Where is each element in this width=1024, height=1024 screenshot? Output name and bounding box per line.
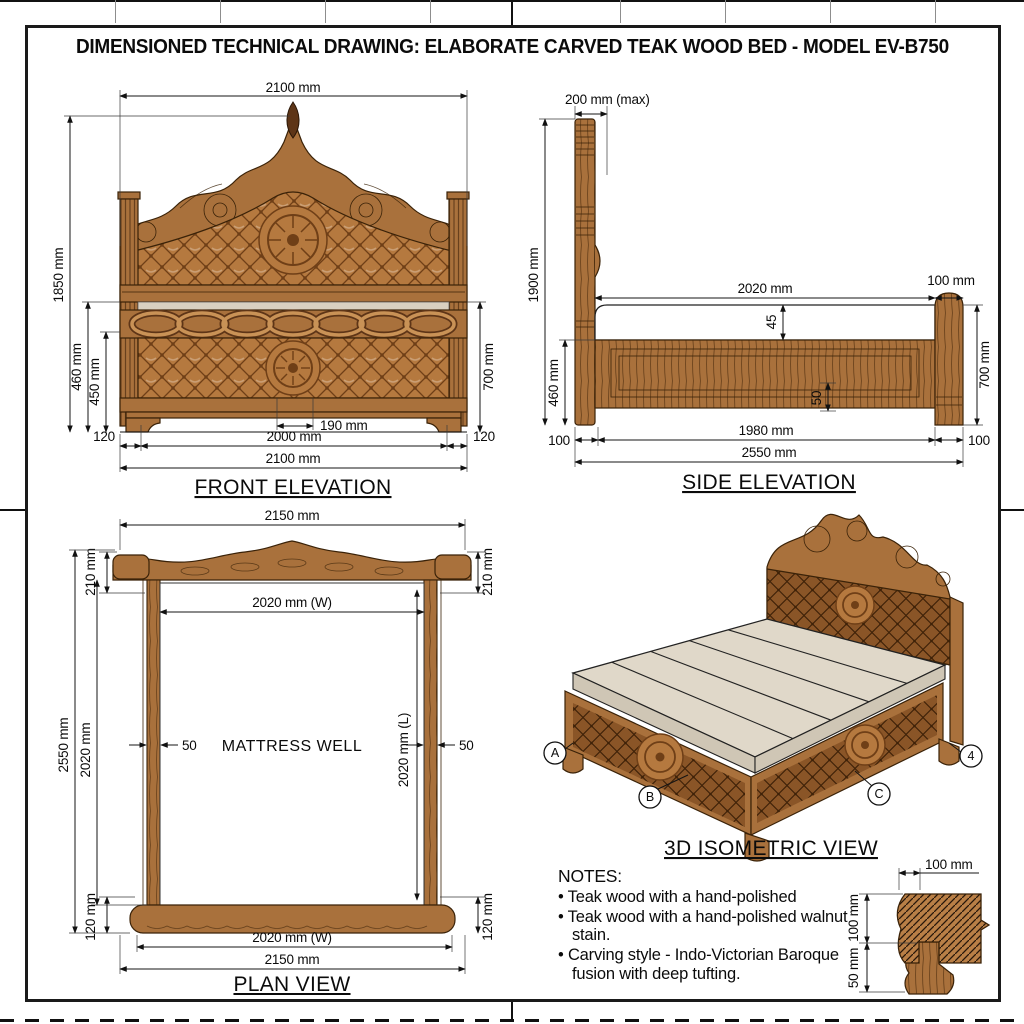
register-tick [935,0,936,23]
plan-bed [112,540,472,934]
joint-detail-drawing: 100 mm 100 mm 50 mm [846,857,991,995]
side-bed [574,118,964,426]
page-title: DIMENSIONED TECHNICAL DRAWING: ELABORATE… [75,36,949,58]
detail-section [896,893,991,995]
dim-plan-2020-left: 2020 mm [78,723,93,778]
callout-a: A [551,746,560,760]
register-tick [725,0,726,23]
dim-side-100-top: 100 mm [927,273,975,288]
center-mark-bottom [511,998,513,1019]
iso-bed [562,513,964,862]
dim-plan-2150-bottom: 2150 mm [265,952,320,967]
trim-edge-bottom [0,1019,1024,1022]
plan-rail-right [423,579,438,906]
isometric-label: 3D ISOMETRIC VIEW [664,837,878,860]
register-tick [830,0,831,23]
dim-plan-50-left: 50 [182,738,197,753]
register-tick [325,0,326,23]
dim-side-100-right: 100 [968,433,990,448]
dim-front-700: 700 mm [481,343,496,391]
dim-front-450: 450 mm [87,358,102,406]
dim-side-1980: 1980 mm [739,423,794,438]
dim-side-1900: 1900 mm [526,248,541,303]
center-mark-right [998,509,1024,511]
register-tick [220,0,221,23]
dim-detail-100-side: 100 mm [846,894,861,942]
note-item: Teak wood with a hand-polished walnut st… [558,908,858,945]
notes-heading: NOTES: [558,866,622,886]
dim-front-460: 460 mm [69,343,84,391]
callout-4: 4 [968,749,975,763]
dim-front-120-right: 120 [473,429,495,444]
dim-plan-120-right: 120 mm [480,893,495,941]
dim-side-460: 460 mm [546,359,561,407]
dim-plan-210-left: 210 mm [83,548,98,596]
center-mark-top [511,0,513,25]
chain-rail [128,309,458,339]
register-tick [620,0,621,23]
plan-rail-left [146,579,161,906]
dim-side-2550: 2550 mm [742,445,797,460]
register-tick [430,0,431,23]
plan-headboard [112,540,472,581]
callout-c: C [874,787,883,801]
dim-plan-120-left: 120 mm [83,893,98,941]
dim-side-200max: 200 mm (max) [565,92,650,107]
dim-plan-210-right: 210 mm [480,548,495,596]
plan-dimensions: 2150 mm 210 mm 210 mm 2020 mm (W) 2550 m… [56,508,495,974]
dim-plan-2020w-top: 2020 mm (W) [252,595,332,610]
plan-mattress-well [159,582,425,906]
dim-plan-2020l: 2020 mm (L) [396,713,411,787]
dim-plan-2550: 2550 mm [56,718,71,773]
iso-callouts: A B C 4 [543,741,983,809]
dim-side-700: 700 mm [977,341,992,389]
dim-detail-100-top: 100 mm [925,857,973,872]
note-item: Carving style - Indo-Victorian Baroque f… [558,946,858,983]
front-dimensions: 2100 mm 1850 mm 460 mm 450 mm 700 mm 190… [51,80,496,472]
dim-front-width-bottom: 2100 mm [266,451,321,466]
detail-dimensions: 100 mm 100 mm 50 mm [846,857,979,993]
isometric-drawing: A B C 4 3D ISOMETRIC VIEW [543,513,983,862]
plan-view-label: PLAN VIEW [233,973,350,995]
dim-front-120-left: 120 [93,429,115,444]
notes-block: NOTES: Teak wood with a hand-polished Te… [558,866,858,984]
dim-side-45: 45 [764,315,779,330]
dim-side-100-left: 100 [548,433,570,448]
register-tick [115,0,116,23]
side-dimensions: 200 mm (max) 1900 mm 2020 mm 100 mm 460 … [526,92,992,467]
note-item: Teak wood with a hand-polished [558,888,858,907]
dim-detail-50: 50 mm [846,948,861,988]
dim-plan-2150-top: 2150 mm [265,508,320,523]
dim-plan-50-right: 50 [459,738,474,753]
footboard-medallion [265,340,321,396]
headboard-medallion [258,205,328,275]
callout-b: B [646,790,654,804]
dim-plan-2020w-bottom: 2020 mm (W) [252,930,332,945]
dim-side-2020: 2020 mm [738,281,793,296]
dim-front-190: 190 mm [320,418,368,433]
front-elevation-drawing: 2100 mm 1850 mm 460 mm 450 mm 700 mm 190… [51,80,496,499]
front-bed [117,101,470,433]
dim-side-50: 50 [809,391,824,406]
dim-front-2000: 2000 mm [267,429,322,444]
plan-view-drawing: 2150 mm 210 mm 210 mm 2020 mm (W) 2550 m… [56,508,495,995]
detail-rail-section [896,893,991,964]
mattress-well-label: MATTRESS WELL [222,738,362,755]
center-mark-left [0,509,25,511]
notes-list: Teak wood with a hand-polished Teak wood… [558,888,858,983]
dim-front-height: 1850 mm [51,248,66,303]
dim-front-width-top: 2100 mm [266,80,321,95]
plan-footboard [129,904,456,934]
side-elevation-label: SIDE ELEVATION [682,471,856,494]
iso-headboard-medallion [835,585,875,625]
side-elevation-drawing: 200 mm (max) 1900 mm 2020 mm 100 mm 460 … [526,92,992,494]
front-elevation-label: FRONT ELEVATION [194,476,391,499]
